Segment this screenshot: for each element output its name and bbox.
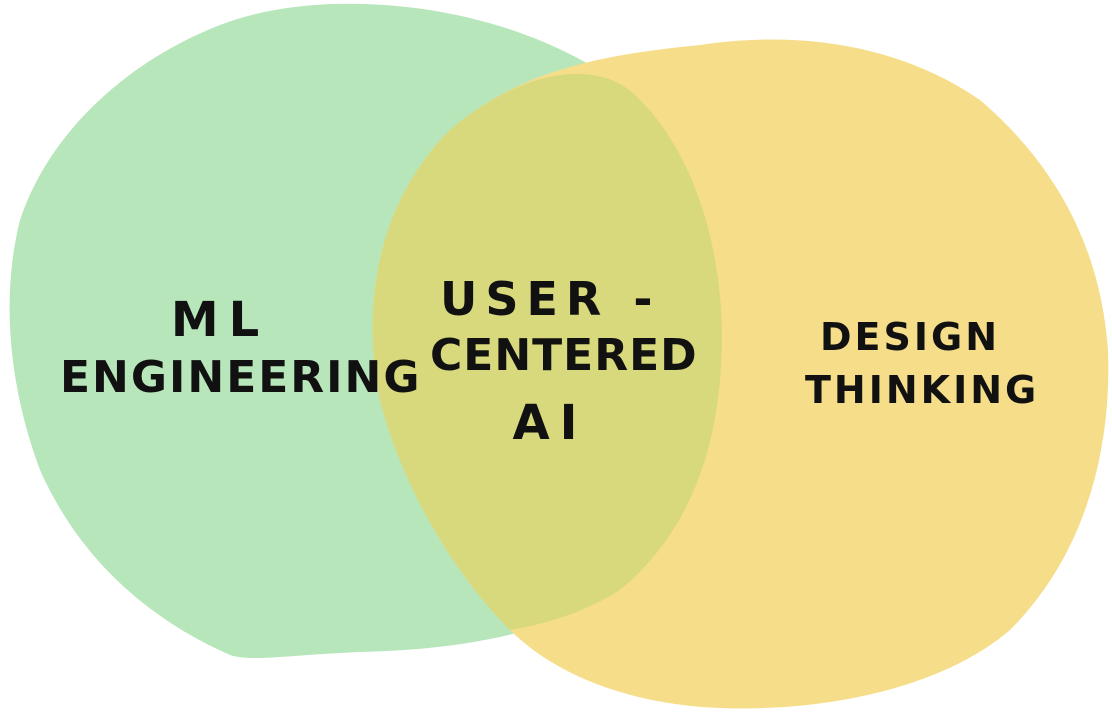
set-left-label-line-1: ML: [170, 292, 270, 348]
set-left-label-line-2: ENGINEERING: [60, 352, 422, 403]
venn-intersection: [372, 73, 722, 630]
intersection-label-line-2: CENTERED: [430, 330, 698, 381]
intersection-label-line-3: AI: [512, 395, 588, 451]
set-right-label-line-2: THINKING: [805, 368, 1040, 412]
intersection-label-line-1: USER -: [440, 272, 661, 326]
set-right-label-line-1: DESIGN: [820, 315, 1001, 359]
